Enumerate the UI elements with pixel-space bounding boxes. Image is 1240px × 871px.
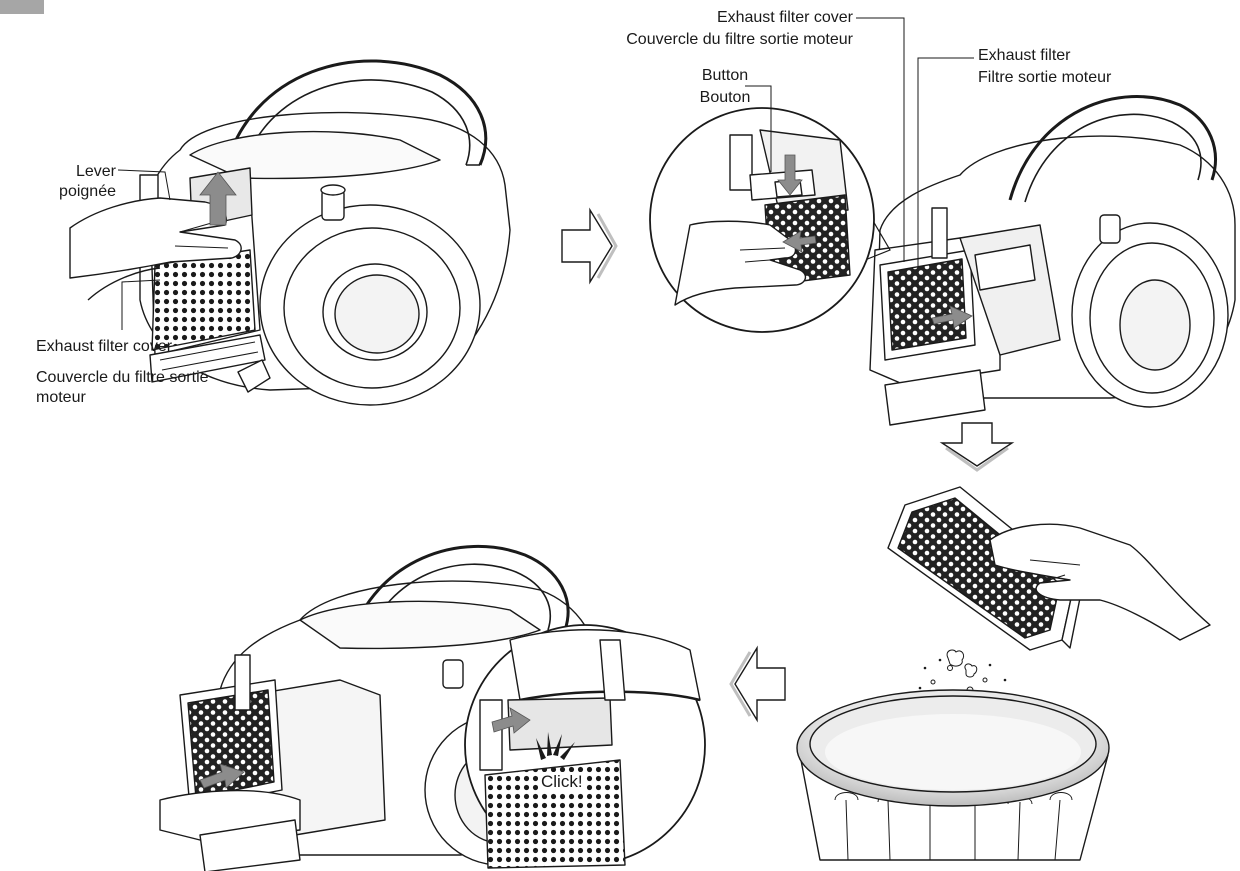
step-arrow-right <box>561 207 613 285</box>
corner-tab <box>0 0 44 14</box>
exhaust-cover-left-label-fr: Couvercle du filtre sortie <box>36 369 209 386</box>
exhaust-cover-left-label-en: Exhaust filter cover <box>36 338 173 355</box>
button-leader <box>745 85 772 172</box>
push-arrow <box>199 763 245 789</box>
exhaust-cover-left-label-fr2: moteur <box>36 389 86 406</box>
release-arrow <box>782 230 817 253</box>
hand-lifting-lever <box>69 197 242 301</box>
lever-label-en: Lever <box>75 163 116 180</box>
vacuum-step-2 <box>869 95 1236 426</box>
button-label-fr: Bouton <box>699 89 751 106</box>
trash-bin <box>796 689 1110 861</box>
pull-arrow <box>931 305 973 329</box>
step-arrow-down <box>939 422 1015 467</box>
exhaust-filter-label-fr: Filtre sortie moteur <box>978 69 1112 86</box>
zoom-circle-click <box>464 624 706 869</box>
button-label-en: Button <box>701 67 749 84</box>
exhaust-filter-leader <box>917 57 974 266</box>
snap-arrow <box>491 707 531 734</box>
exhaust-cover-top-label-en: Exhaust filter cover <box>716 9 853 26</box>
lever-label-fr: poignée <box>59 183 116 200</box>
up-arrow <box>199 171 237 226</box>
zoom-circle-button <box>649 107 891 333</box>
filter-held-over-bin <box>887 486 1211 651</box>
click-label: Click! <box>538 772 586 792</box>
exhaust-cover-top-label-fr: Couvercle du filtre sortie moteur <box>626 31 853 48</box>
cover-top-leader <box>856 17 905 262</box>
step-arrow-left <box>734 645 786 723</box>
vacuum-step-1 <box>139 59 511 406</box>
press-arrow <box>777 154 803 196</box>
cover-left-leader <box>121 279 161 330</box>
click-burst <box>536 732 575 760</box>
lever-leader <box>117 169 171 201</box>
exhaust-filter-label-en: Exhaust filter <box>978 47 1071 64</box>
